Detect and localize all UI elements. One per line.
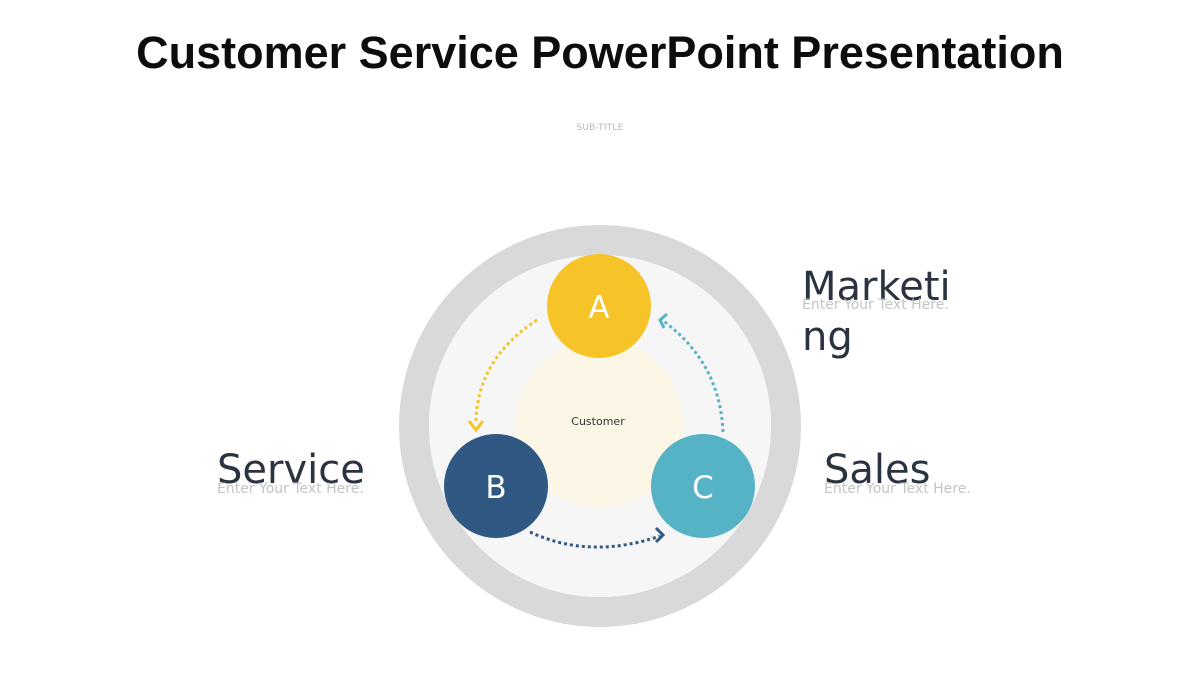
node-b-circle xyxy=(444,434,548,538)
node-c-circle xyxy=(651,434,755,538)
node-a-letter: A xyxy=(588,290,609,326)
center-label: Customer xyxy=(571,415,625,428)
outer-ring xyxy=(399,225,801,627)
service-description: Enter Your Text Here. xyxy=(217,481,364,497)
node-b-letter: B xyxy=(485,470,506,506)
arrow-b-to-c xyxy=(529,530,661,549)
sales-title: Sales xyxy=(824,447,931,493)
center-circle xyxy=(515,340,683,508)
marketing-title: Marketing xyxy=(802,264,951,360)
arrow-b-to-c-head xyxy=(654,526,666,544)
arrow-c-to-a-head xyxy=(658,312,668,329)
sales-description: Enter Your Text Here. xyxy=(824,481,971,497)
page-title: Customer Service PowerPoint Presentation xyxy=(136,27,1064,78)
arrow-a-to-b-head xyxy=(467,420,485,433)
arrow-c-to-a xyxy=(661,318,725,433)
page-subtitle: SUB-TITLE xyxy=(576,123,624,133)
node-a-circle xyxy=(547,254,651,358)
node-c-letter: C xyxy=(692,470,714,506)
marketing-description: Enter Your Text Here. xyxy=(802,297,949,313)
service-title: Service xyxy=(217,447,365,493)
